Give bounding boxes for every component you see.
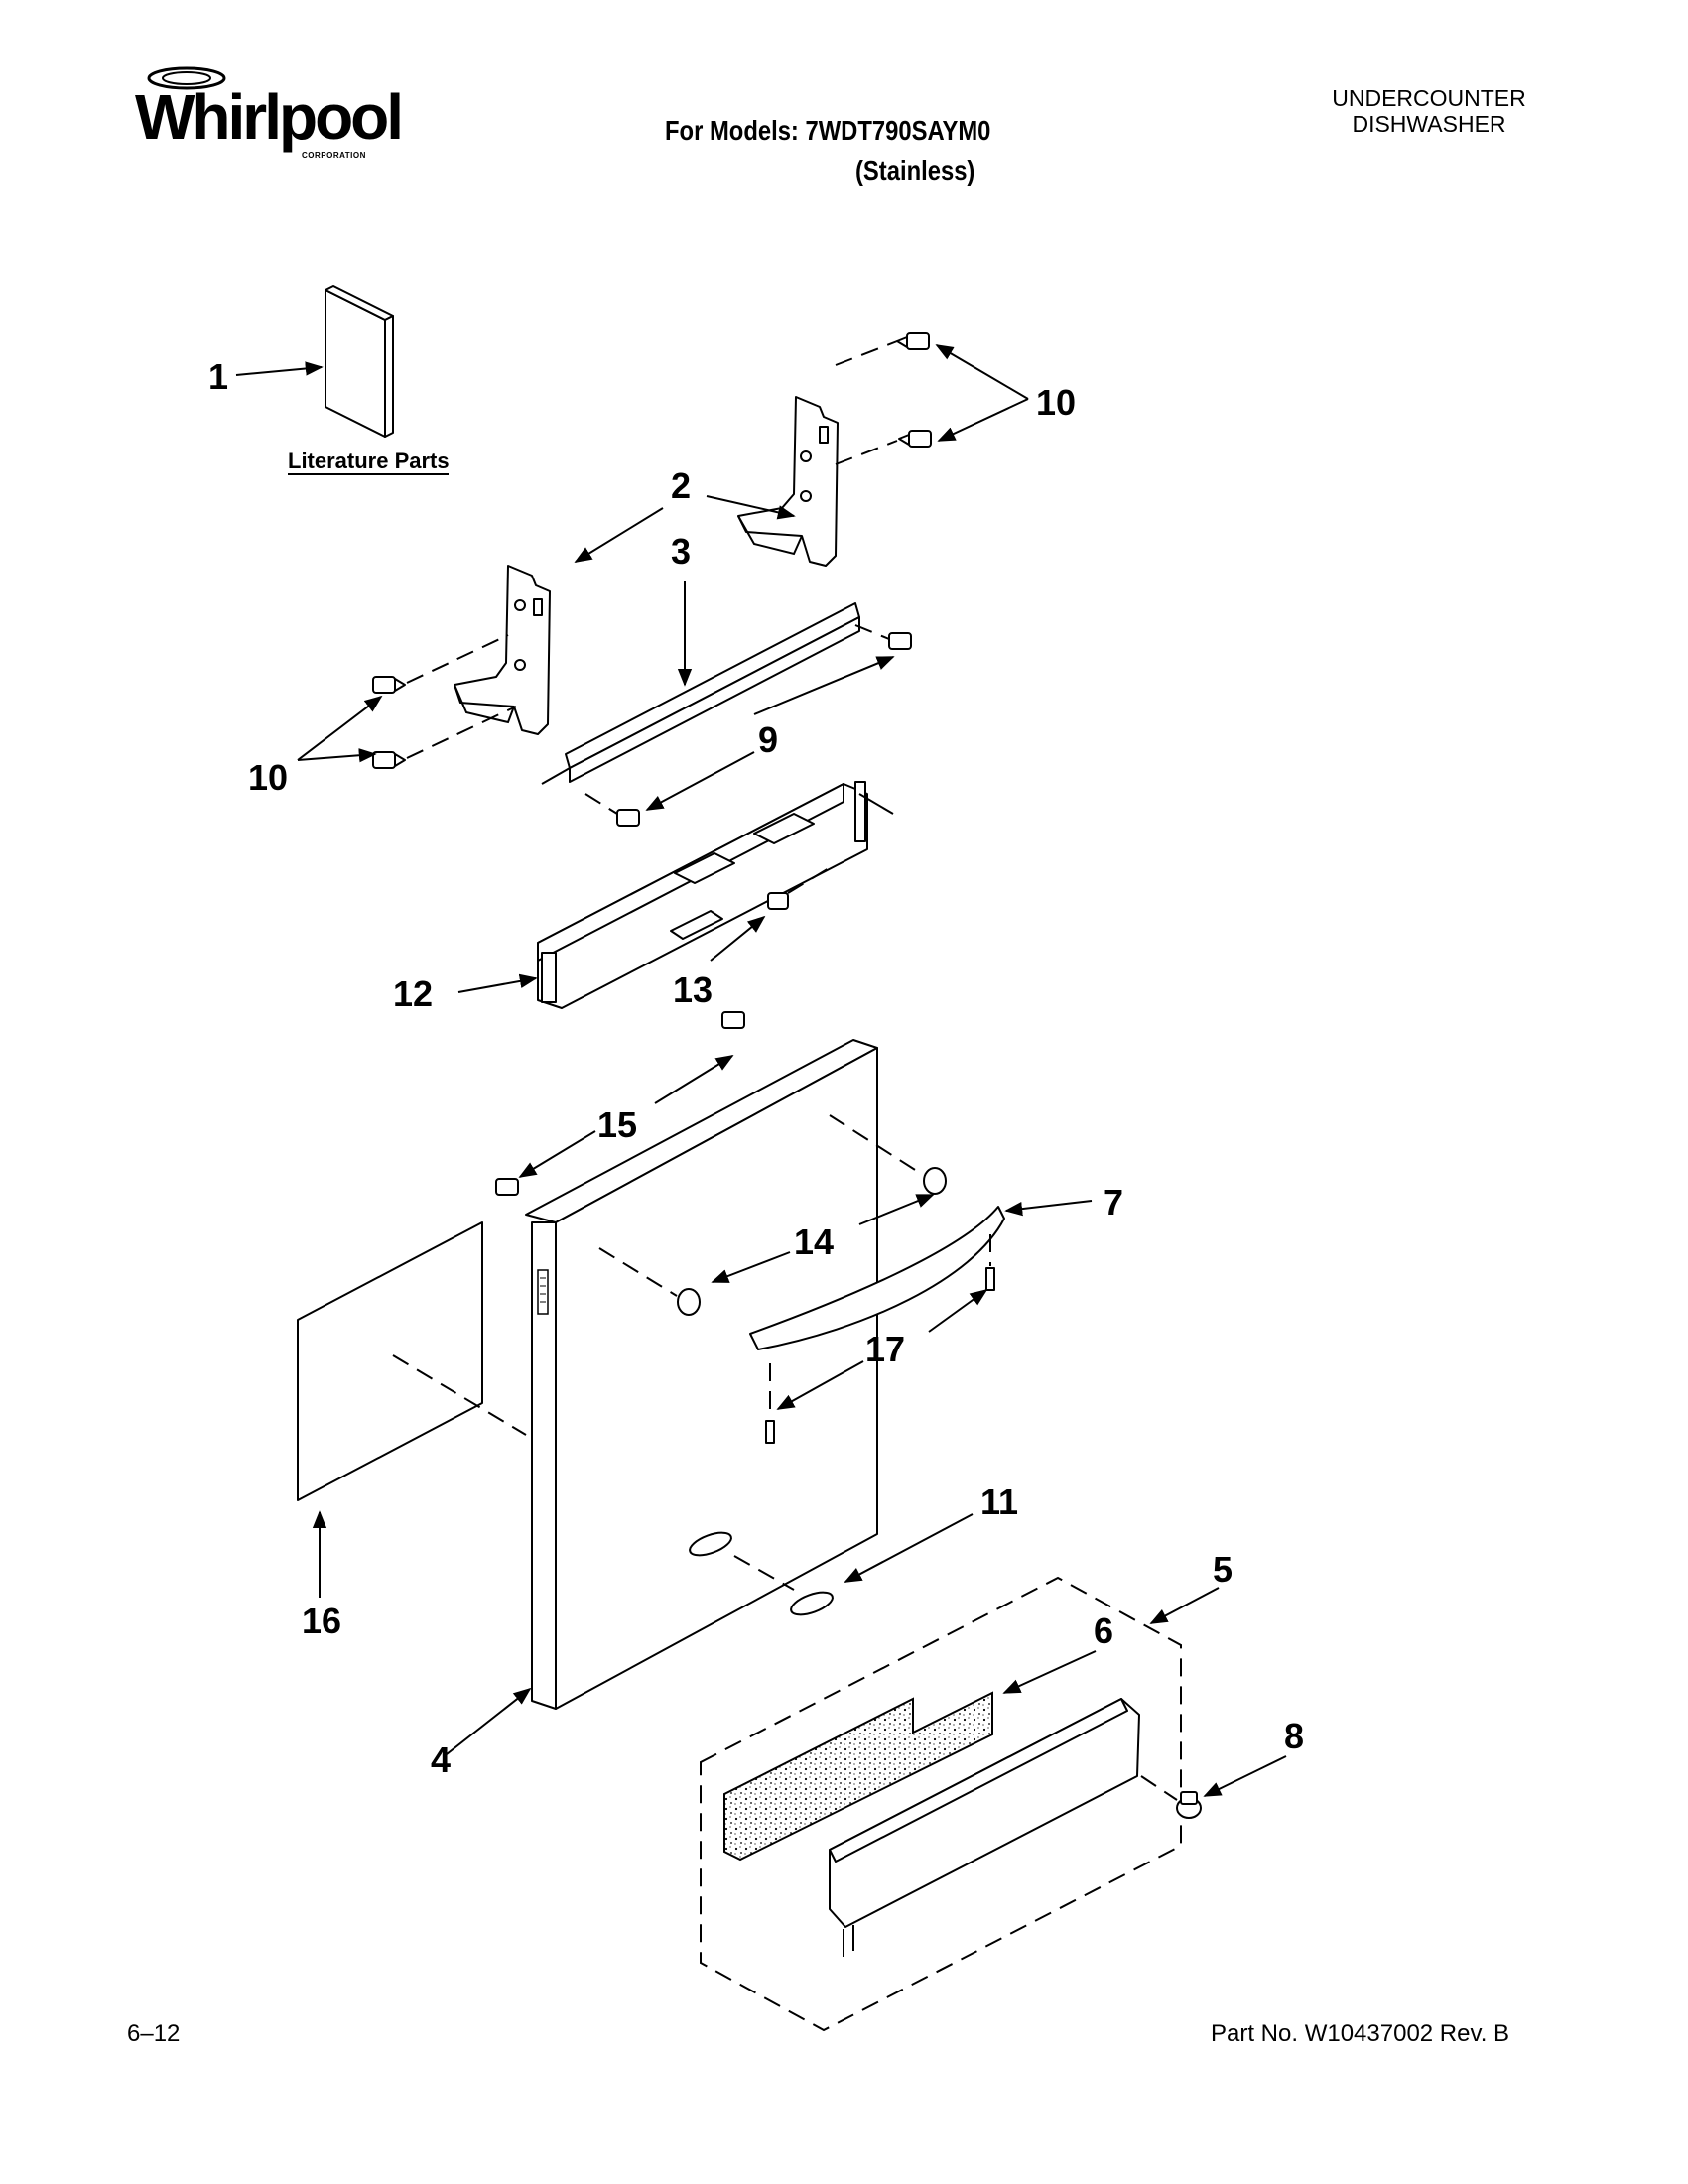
toe-panel-assembly-outline bbox=[700, 1576, 1182, 2032]
screw-8 bbox=[1176, 1791, 1202, 1819]
whirlpool-logo: Whirlpool CORPORATION bbox=[135, 64, 404, 178]
model-title: For Models: 7WDT790SAYM0 bbox=[665, 115, 991, 146]
top-channel bbox=[541, 602, 860, 785]
callout-3: 3 bbox=[671, 531, 691, 572]
callout-12: 12 bbox=[393, 973, 433, 1014]
handle-mount-right bbox=[923, 1167, 947, 1195]
screw-10-top-lower bbox=[898, 430, 932, 448]
door-panel bbox=[525, 1039, 878, 1710]
callout-5: 5 bbox=[1213, 1549, 1233, 1590]
callout-16: 16 bbox=[302, 1601, 341, 1641]
screw-9-left bbox=[616, 809, 640, 827]
screw-15-right bbox=[721, 1011, 745, 1029]
toe-panel bbox=[829, 1698, 1140, 1957]
insulation-sheet bbox=[297, 1221, 483, 1501]
handle-mount-left bbox=[677, 1288, 701, 1316]
brand-subtitle: CORPORATION bbox=[302, 151, 366, 160]
callout-11: 11 bbox=[980, 1481, 1018, 1522]
control-console bbox=[537, 781, 894, 1009]
screw-10-top-upper bbox=[896, 332, 930, 350]
callout-17: 17 bbox=[865, 1329, 905, 1369]
callout-6: 6 bbox=[1094, 1610, 1113, 1651]
callout-15: 15 bbox=[597, 1104, 637, 1145]
appliance-type-line1: UNDERCOUNTER bbox=[1332, 85, 1526, 111]
callout-13: 13 bbox=[673, 969, 713, 1010]
screw-13 bbox=[767, 892, 789, 910]
literature-parts-label: Literature Parts bbox=[288, 449, 450, 473]
screw-9-right bbox=[888, 632, 912, 650]
brand-name: Whirlpool bbox=[135, 81, 404, 153]
callout-4: 4 bbox=[431, 1739, 451, 1780]
callout-8: 8 bbox=[1284, 1716, 1304, 1756]
appliance-type-line2: DISHWASHER bbox=[1352, 111, 1506, 137]
screw-15-left bbox=[495, 1178, 519, 1196]
callout-7: 7 bbox=[1104, 1182, 1123, 1222]
foam-insulation bbox=[723, 1691, 993, 1862]
callout-1: 1 bbox=[208, 356, 228, 397]
literature-booklet bbox=[325, 285, 394, 438]
callout-10-left: 10 bbox=[248, 757, 288, 798]
hinge-bracket-right bbox=[737, 396, 839, 567]
screw-10-left-upper bbox=[372, 676, 406, 694]
page-number: 6–12 bbox=[127, 2020, 181, 2047]
appliance-type: UNDERCOUNTER DISHWASHER bbox=[1290, 85, 1568, 137]
callout-10-top: 10 bbox=[1036, 382, 1076, 423]
logo-swirl-icon bbox=[147, 66, 226, 90]
set-screw-17-left bbox=[765, 1420, 775, 1444]
set-screw-17-right bbox=[985, 1267, 995, 1291]
screw-10-left-lower bbox=[372, 751, 406, 769]
badge-11-lower bbox=[790, 1591, 834, 1616]
door-handle bbox=[749, 1206, 1005, 1350]
hinge-bracket-left bbox=[454, 565, 551, 735]
part-number: Part No. W10437002 Rev. B bbox=[1211, 2020, 1510, 2047]
callout-14: 14 bbox=[794, 1221, 834, 1262]
callout-9: 9 bbox=[758, 719, 778, 760]
callout-2: 2 bbox=[671, 465, 691, 506]
badge-11-upper bbox=[689, 1531, 732, 1557]
finish-subtitle: (Stainless) bbox=[855, 155, 975, 186]
